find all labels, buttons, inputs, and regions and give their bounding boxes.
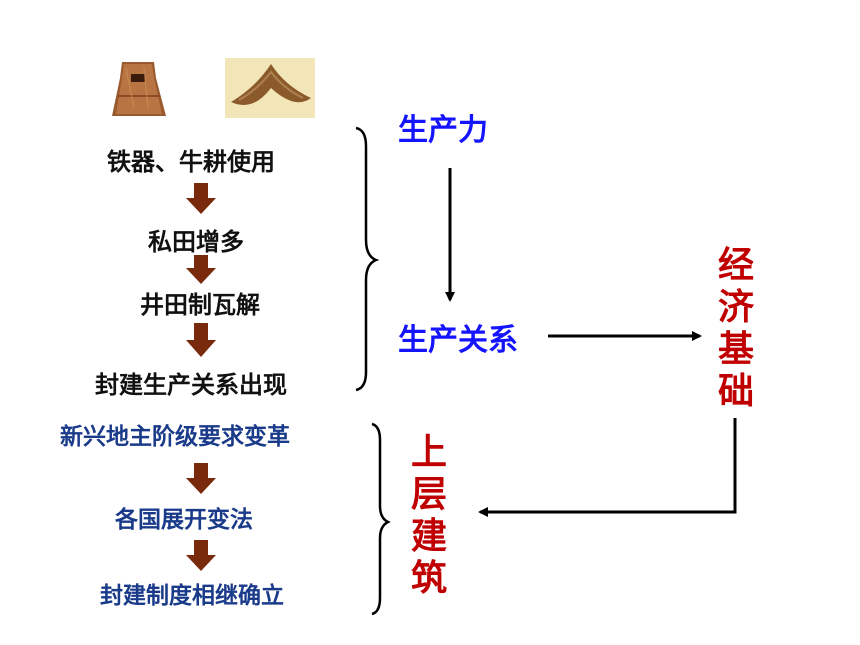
superstructure-label: 上 层 建 筑 bbox=[408, 432, 450, 600]
economic-base-char: 础 bbox=[717, 371, 754, 412]
down-arrow-brown bbox=[186, 323, 216, 357]
chain-item-feudal-relations: 封建生产关系出现 bbox=[95, 371, 287, 399]
productive-forces-label: 生产力 bbox=[398, 113, 488, 148]
economic-base-char: 济 bbox=[717, 287, 754, 328]
chain-item-private-fields: 私田增多 bbox=[148, 228, 244, 256]
down-arrow-brown bbox=[186, 540, 216, 571]
superstructure-char: 筑 bbox=[410, 558, 447, 599]
chain-item-well-field-collapse: 井田制瓦解 bbox=[140, 291, 260, 319]
superstructure-char: 上 bbox=[410, 432, 447, 473]
superstructure-char: 建 bbox=[410, 516, 447, 557]
economic-base-label: 经 济 基 础 bbox=[715, 245, 757, 413]
chain-item-feudal-system: 封建制度相继确立 bbox=[100, 583, 284, 609]
down-arrow-brown bbox=[186, 183, 216, 214]
down-arrow-brown bbox=[186, 463, 216, 494]
chain-item-landlord-class: 新兴地主阶级要求变革 bbox=[60, 424, 290, 450]
economic-base-char: 基 bbox=[717, 329, 754, 370]
iron-tool-image bbox=[104, 58, 174, 120]
brace-top bbox=[355, 126, 380, 392]
superstructure-char: 层 bbox=[410, 474, 447, 515]
down-arrow-brown bbox=[186, 255, 216, 284]
arrow-base-to-superstructure bbox=[478, 418, 737, 517]
relations-of-production-label: 生产关系 bbox=[398, 323, 518, 358]
brace-bottom bbox=[371, 422, 391, 616]
chain-item-state-reforms: 各国展开变法 bbox=[115, 507, 253, 533]
plowshare-image bbox=[225, 58, 315, 118]
chain-item-iron-plow: 铁器、牛耕使用 bbox=[107, 148, 275, 176]
economic-base-char: 经 bbox=[717, 245, 754, 286]
